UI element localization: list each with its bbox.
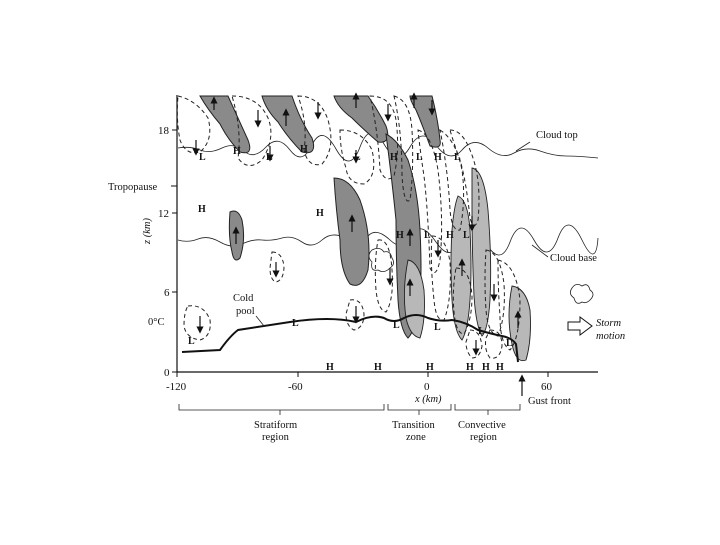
gust-front-label: Gust front (528, 396, 571, 407)
storm-motion-label-1: Storm (596, 318, 622, 329)
storm-motion-label-2: motion (596, 331, 625, 342)
low-marker: L (463, 230, 470, 241)
x-tick-neg60: -60 (288, 381, 303, 393)
convective-label-1: Convective (458, 420, 506, 431)
x-tick-0: 0 (424, 381, 430, 393)
high-marker: H (396, 230, 404, 241)
motion-arrows (192, 92, 522, 356)
high-marker: H (198, 204, 206, 215)
stratiform-label-1: Stratiform (254, 420, 297, 431)
updraft-shading (199, 95, 531, 362)
high-marker: H (233, 146, 241, 157)
pressure-markers: L H L H L H L H L H H H L H L L L L L L … (188, 144, 513, 373)
low-marker: L (478, 326, 485, 337)
transition-label-2: zone (406, 432, 426, 443)
low-marker: L (393, 320, 400, 331)
x-axis-label: x (km) (414, 394, 442, 405)
low-marker: L (199, 152, 206, 163)
y-tick-6: 6 (164, 287, 170, 299)
high-marker: H (446, 230, 454, 241)
high-marker: H (426, 362, 434, 373)
x-tick-60: 60 (541, 381, 553, 393)
low-marker: L (434, 322, 441, 333)
storm-motion-arrow (567, 316, 593, 336)
stratiform-label-2: region (262, 432, 290, 443)
high-marker: H (390, 152, 398, 163)
zero-c-label: 0°C (148, 317, 164, 328)
tropopause-label: Tropopause (108, 182, 158, 193)
high-marker: H (300, 144, 308, 155)
region-brackets (178, 404, 521, 415)
low-marker: L (416, 152, 423, 163)
low-marker: L (188, 336, 195, 347)
y-tick-0: 0 (164, 367, 170, 379)
high-marker: H (466, 362, 474, 373)
high-marker: H (316, 208, 324, 219)
low-marker: L (454, 152, 461, 163)
low-marker: L (424, 230, 431, 241)
low-marker: L (354, 152, 361, 163)
cold-pool-label-1: Cold (233, 293, 254, 304)
axes: 18 12 6 0 -120 -60 0 60 z (km) x (km) (142, 95, 598, 405)
cold-pool-label-2: pool (236, 306, 255, 317)
transition-label-1: Transition (392, 420, 436, 431)
high-marker: H (434, 152, 442, 163)
high-marker: H (326, 362, 334, 373)
anvil-puff-left (368, 248, 394, 272)
low-marker: L (292, 318, 299, 329)
x-tick-neg120: -120 (166, 381, 187, 393)
y-axis-label: z (km) (142, 218, 153, 245)
low-marker: L (506, 338, 513, 349)
high-marker: H (374, 362, 382, 373)
cloud-base-label: Cloud base (550, 253, 597, 264)
high-marker: H (482, 362, 490, 373)
y-tick-12: 12 (158, 208, 169, 220)
y-tick-18: 18 (158, 125, 170, 137)
high-marker: H (496, 362, 504, 373)
storm-cloud-icon (570, 284, 594, 304)
cloud-top-label: Cloud top (536, 130, 578, 141)
convective-label-2: region (470, 432, 498, 443)
low-marker: L (266, 152, 273, 163)
cold-pool-boundary (181, 314, 519, 363)
